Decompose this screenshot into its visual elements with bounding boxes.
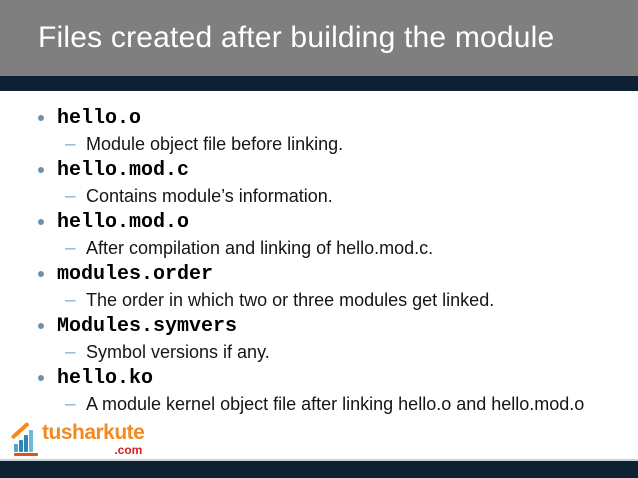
list-subitem: – Symbol versions if any. [0,339,638,365]
list-subitem: – A module kernel object file after link… [0,391,638,417]
bullet-icon [38,375,44,381]
bullet-icon [38,323,44,329]
list-subitem: – The order in which two or three module… [0,287,638,313]
item-description: Symbol versions if any. [86,341,270,362]
footer-logo: tusharkute .com [10,421,145,457]
item-description: A module kernel object file after linkin… [86,393,585,414]
list-item: Modules.symvers [0,313,638,339]
dash-icon: – [65,393,76,415]
bottom-bar [0,459,638,478]
bullet-icon [38,219,44,225]
accent-bar [0,76,638,91]
list-subitem: – After compilation and linking of hello… [0,235,638,261]
logo-domain: .com [114,443,143,457]
dash-icon: – [65,289,76,311]
list-item: modules.order [0,261,638,287]
logo-text: tusharkute [42,421,145,444]
item-description: After compilation and linking of hello.m… [86,237,434,258]
list-item: hello.o [0,105,638,131]
slide-title: Files created after building the module [38,21,555,54]
list-subitem: – Module object file before linking. [0,131,638,157]
file-name: Modules.symvers [57,314,238,338]
dash-icon: – [65,237,76,259]
logo-underline [14,453,38,456]
header-bar: Files created after building the module [0,0,638,76]
file-name: hello.mod.c [57,158,190,182]
bullet-icon [38,271,44,277]
bullet-icon [38,115,44,121]
file-name: hello.ko [57,366,154,390]
list-item: hello.mod.o [0,209,638,235]
list-subitem: – Contains module’s information. [0,183,638,209]
item-description: Contains module’s information. [86,185,333,206]
bar-chart-icon [10,421,40,456]
logo-bars-icon [14,430,33,452]
file-name: hello.o [57,106,142,130]
content-list: hello.o – Module object file before link… [0,91,638,417]
item-description: The order in which two or three modules … [86,289,495,310]
logo-wordmark: tusharkute .com [42,421,145,457]
item-description: Module object file before linking. [86,133,344,154]
dash-icon: – [65,133,76,155]
file-name: modules.order [57,262,214,286]
file-name: hello.mod.o [57,210,190,234]
bullet-icon [38,167,44,173]
dash-icon: – [65,341,76,363]
list-item: hello.ko [0,365,638,391]
dash-icon: – [65,185,76,207]
list-item: hello.mod.c [0,157,638,183]
